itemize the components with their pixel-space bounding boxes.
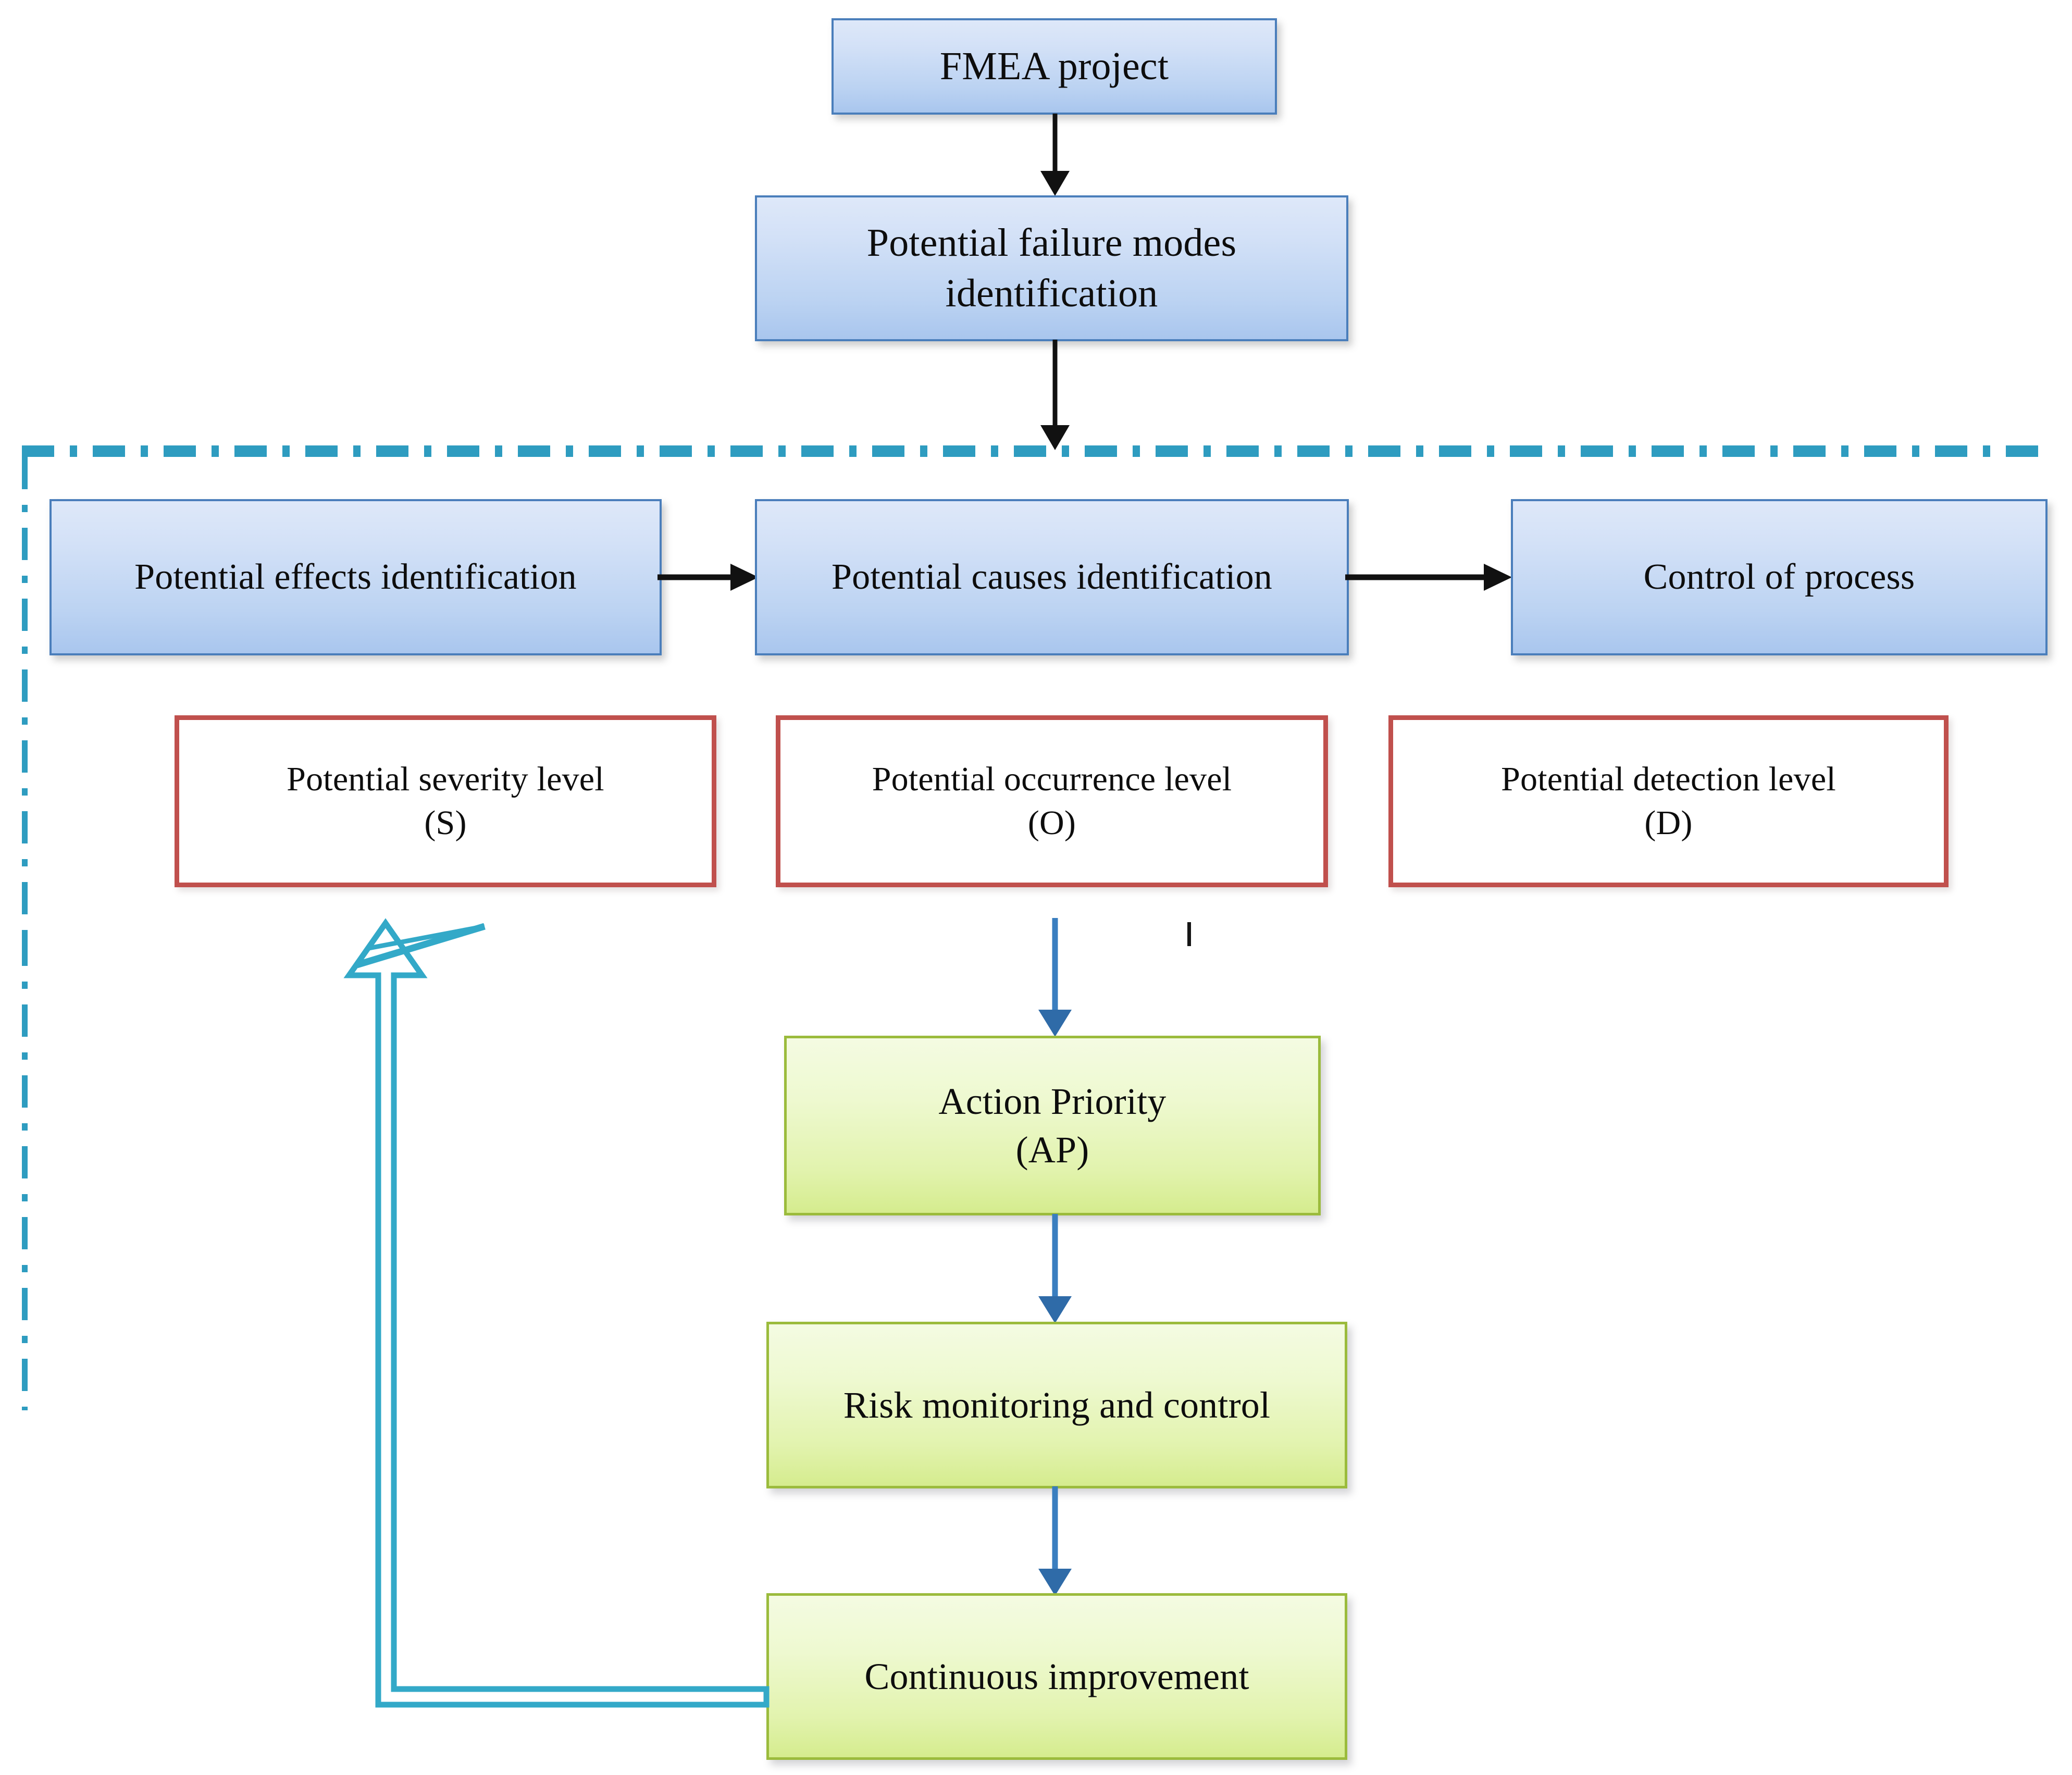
- node-effects-identification[interactable]: Potential effects identification: [49, 499, 662, 655]
- node-risk-monitoring-line-0: Risk monitoring and control: [843, 1384, 1271, 1426]
- edge-risk-to-continuous: [1029, 1486, 1081, 1597]
- group-dashed-enclosure: [22, 445, 2049, 1410]
- node-risk-monitoring[interactable]: Risk monitoring and control: [766, 1322, 1347, 1488]
- edge-fmea-to-failure-modes: [1029, 114, 1081, 197]
- node-causes-identification-line-0: Potential causes identification: [832, 557, 1272, 598]
- node-detection-level-line-1: (D): [1644, 804, 1693, 842]
- group-edge-left: [22, 457, 28, 934]
- node-causes-identification[interactable]: Potential causes identification: [755, 499, 1349, 655]
- node-fmea-project[interactable]: FMEA project: [832, 18, 1277, 115]
- node-occurrence-level-line-1: (O): [1027, 804, 1076, 842]
- node-effects-identification-line-0: Potential effects identification: [134, 557, 577, 598]
- node-severity-level-line-1: (S): [424, 804, 467, 842]
- node-failure-modes-line-1: identification: [945, 271, 1158, 315]
- node-action-priority-line-0: Action Priority: [938, 1081, 1167, 1123]
- node-control-of-process-line-0: Control of process: [1643, 557, 1915, 598]
- node-failure-modes-line-0: Potential failure modes: [866, 220, 1237, 265]
- stray-tick-mark: [1187, 922, 1191, 946]
- node-continuous-improvement[interactable]: Continuous improvement: [766, 1593, 1347, 1760]
- node-severity-level-line-0: Potential severity level: [287, 760, 604, 798]
- node-occurrence-level-line-0: Potential occurrence level: [872, 760, 1232, 798]
- node-detection-level-line-0: Potential detection level: [1501, 760, 1836, 798]
- node-action-priority[interactable]: Action Priority (AP): [784, 1036, 1321, 1215]
- edge-effects-to-causes: [657, 556, 760, 598]
- node-detection-level[interactable]: Potential detection level (D): [1388, 715, 1949, 887]
- node-continuous-improvement-line-0: Continuous improvement: [864, 1655, 1249, 1697]
- node-failure-modes-identification[interactable]: Potential failure modes identification: [755, 195, 1348, 341]
- node-severity-level[interactable]: Potential severity level (S): [175, 715, 716, 887]
- node-action-priority-line-1: (AP): [1015, 1128, 1089, 1171]
- node-occurrence-level[interactable]: Potential occurrence level (O): [776, 715, 1328, 887]
- group-edge-right: [22, 934, 28, 1410]
- node-fmea-project-line-0: FMEA project: [939, 44, 1169, 88]
- edge-failure-modes-to-group: [1029, 340, 1081, 452]
- edge-continuous-feedback-loop: [328, 917, 797, 1730]
- group-edge-bottom: [22, 451, 2049, 457]
- node-control-of-process[interactable]: Control of process: [1511, 499, 2048, 655]
- group-edge-top: [22, 445, 2049, 451]
- edge-action-priority-to-risk: [1029, 1214, 1081, 1324]
- edge-causes-to-control: [1345, 556, 1513, 598]
- edge-group-to-action-priority: [1029, 918, 1081, 1038]
